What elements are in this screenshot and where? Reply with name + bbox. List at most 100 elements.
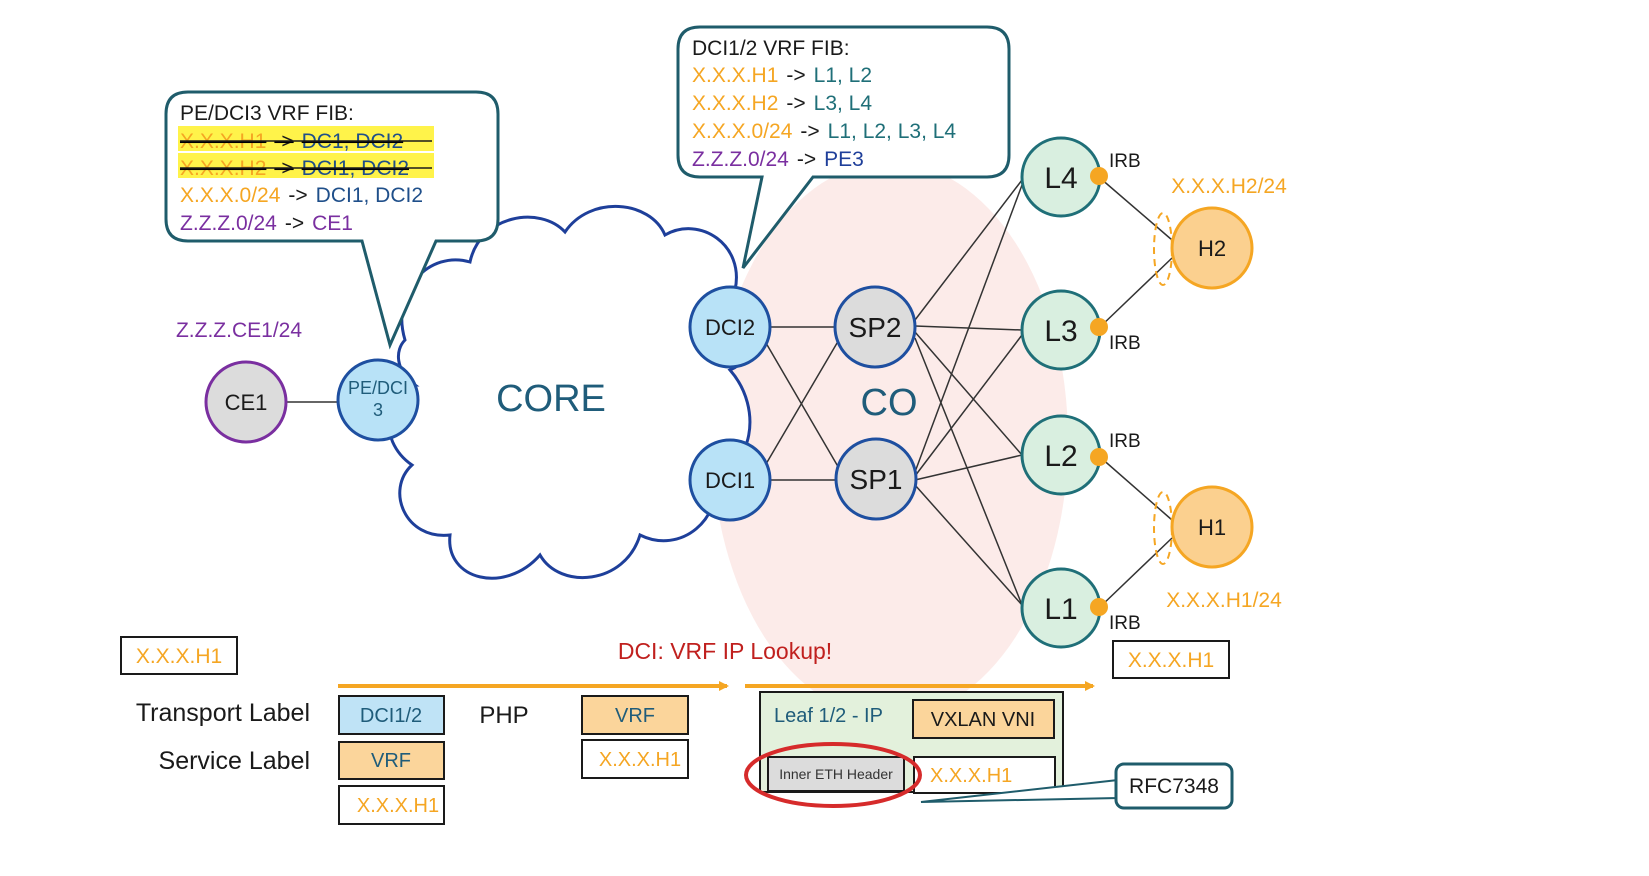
highlight-row-2 [178,153,434,178]
vxlan-vni-box [912,699,1055,739]
irb-label: IRB [1109,431,1141,452]
vrf-label-text: VRF [371,750,411,772]
bubble-left-title: PE/DCI3 VRF FIB: [180,102,354,125]
pe-label-line1: PE/DCI [348,378,408,398]
fib-target: CE1 [312,212,353,235]
sp2-node[interactable]: SP2 [833,285,917,369]
fib-prefix: X.X.X.0/24 [692,120,793,143]
fib-prefix: Z.Z.Z.0/24 [180,212,277,235]
inner-ip-text: X.X.X.H1 [930,765,1012,787]
fib-target: L1, L2 [814,64,872,87]
php-text: PHP [479,702,528,729]
irb-label: IRB [1109,151,1141,172]
dci12-label-box [338,695,445,735]
left-ip-text: X.X.X.H1 [136,645,222,668]
co-label: CO [861,382,918,424]
irb-dot [1090,318,1108,336]
highlight-row-1 [178,126,434,151]
pe-label-line2: 3 [373,400,383,420]
inner-eth-text: Inner ETH Header [779,766,893,782]
sp1-node[interactable]: SP1 [834,437,918,521]
links [287,177,1173,608]
fib-prefix: X.X.X.H2 [692,92,778,115]
l1-label: L1 [1044,593,1077,626]
irb-label: IRB [1109,333,1141,354]
bubble-right-row: X.X.X.H2 -> L3, L4 [692,92,872,115]
rfc-callout-box [1114,762,1234,810]
bubble-right-title: DCI1/2 VRF FIB: [692,37,850,60]
dci-lookup-note: DCI: VRF IP Lookup! [618,638,832,664]
ce1-node[interactable]: CE1 [204,360,288,444]
dci1-label: DCI1 [705,468,755,493]
fib-bubble-pe-dci3: PE/DCI3 VRF FIB: X.X.X.H1->DC1, DCI2 X.X… [164,90,500,350]
transport-label-text: Transport Label [136,699,310,727]
h2-node[interactable]: H2 [1170,206,1254,290]
l2-label: L2 [1044,440,1077,473]
inner-eth-box [767,756,905,792]
fib-target: DCI1, DCI2 [316,184,423,207]
bubble-left-row: X.X.X.0/24 -> DCI1, DCI2 [180,184,423,207]
h2-address-label: X.X.X.H2/24 [1171,175,1287,198]
inner-eth-highlight-ellipse [744,742,922,808]
core-label: CORE [496,378,606,420]
h1-node[interactable]: H1 [1170,485,1254,569]
right-ip-text: X.X.X.H1 [1128,649,1214,672]
fib-prefix: X.X.X.H1 [692,64,778,87]
h2-label: H2 [1198,236,1226,261]
l2-node[interactable]: L2 [1020,414,1102,496]
ce1-label: CE1 [225,390,268,415]
rfc-callout-text: RFC7348 [1129,775,1219,798]
dci1-node[interactable]: DCI1 [688,438,772,522]
fib-arrow: -> [285,212,304,235]
h2-esi-marker [1153,212,1173,286]
dci2-label: DCI2 [705,315,755,340]
fib-target: L3, L4 [814,92,873,115]
vrf-label-box [338,741,445,780]
fib-prefix: Z.Z.Z.0/24 [692,148,789,171]
fib-arrow: -> [797,148,816,171]
fib-prefix: X.X.X.0/24 [180,184,281,207]
bubble-right-row: X.X.X.H1 -> L1, L2 [692,64,872,87]
service-label-text: Service Label [159,747,310,775]
packet-walk: X.X.X.H1 DCI: VRF IP Lookup! Transport L… [120,636,1234,825]
vxlan-vni-text: VXLAN VNI [931,709,1035,731]
bubble-left-row: Z.Z.Z.0/24 -> CE1 [180,212,353,235]
pe-dci3-node[interactable]: PE/DCI 3 [336,358,420,442]
mid-ip-box [581,739,689,779]
inner-ip-box [913,756,1056,794]
fib-arrow: -> [800,120,819,143]
fib-arrow: -> [288,184,307,207]
left-ip-box [120,636,238,675]
fib-target: L1, L2, L3, L4 [828,120,957,143]
l3-node[interactable]: L3 [1020,289,1102,371]
h1-address-label: X.X.X.H1/24 [1166,589,1282,612]
l4-node[interactable]: L4 [1020,136,1102,218]
irb-dot [1090,167,1108,185]
bubble-right-row: X.X.X.0/24 -> L1, L2, L3, L4 [692,120,956,143]
leaf-ip-text: Leaf 1/2 - IP [774,705,883,727]
h1-esi-marker [1153,491,1173,565]
fib-arrow: -> [786,92,805,115]
stack-ip-text: X.X.X.H1 [357,795,439,817]
h1-label: H1 [1198,515,1226,540]
l3-label: L3 [1044,315,1077,348]
ce1-subnet-label: Z.Z.Z.CE1/24 [176,319,302,342]
irb-label: IRB [1109,613,1141,634]
fib-bubble-dci12: DCI1/2 VRF FIB: X.X.X.H1 -> L1, L2 X.X.X.H… [676,25,1011,269]
fib-target: PE3 [824,148,864,171]
l1-node[interactable]: L1 [1020,567,1102,649]
right-ip-box [1112,640,1230,679]
sp2-label: SP2 [849,312,902,343]
dci12-label-text: DCI1/2 [360,705,422,727]
mid-vrf-box [581,695,689,735]
mid-vrf-text: VRF [615,705,655,727]
fib-arrow: -> [786,64,805,87]
dci2-node[interactable]: DCI2 [688,285,772,369]
irb-dot [1090,598,1108,616]
l4-label: L4 [1044,162,1077,195]
mid-ip-text: X.X.X.H1 [599,749,681,771]
sp1-label: SP1 [850,464,903,495]
bubble-right-row: Z.Z.Z.0/24 -> PE3 [692,148,864,171]
irb-dot [1090,448,1108,466]
